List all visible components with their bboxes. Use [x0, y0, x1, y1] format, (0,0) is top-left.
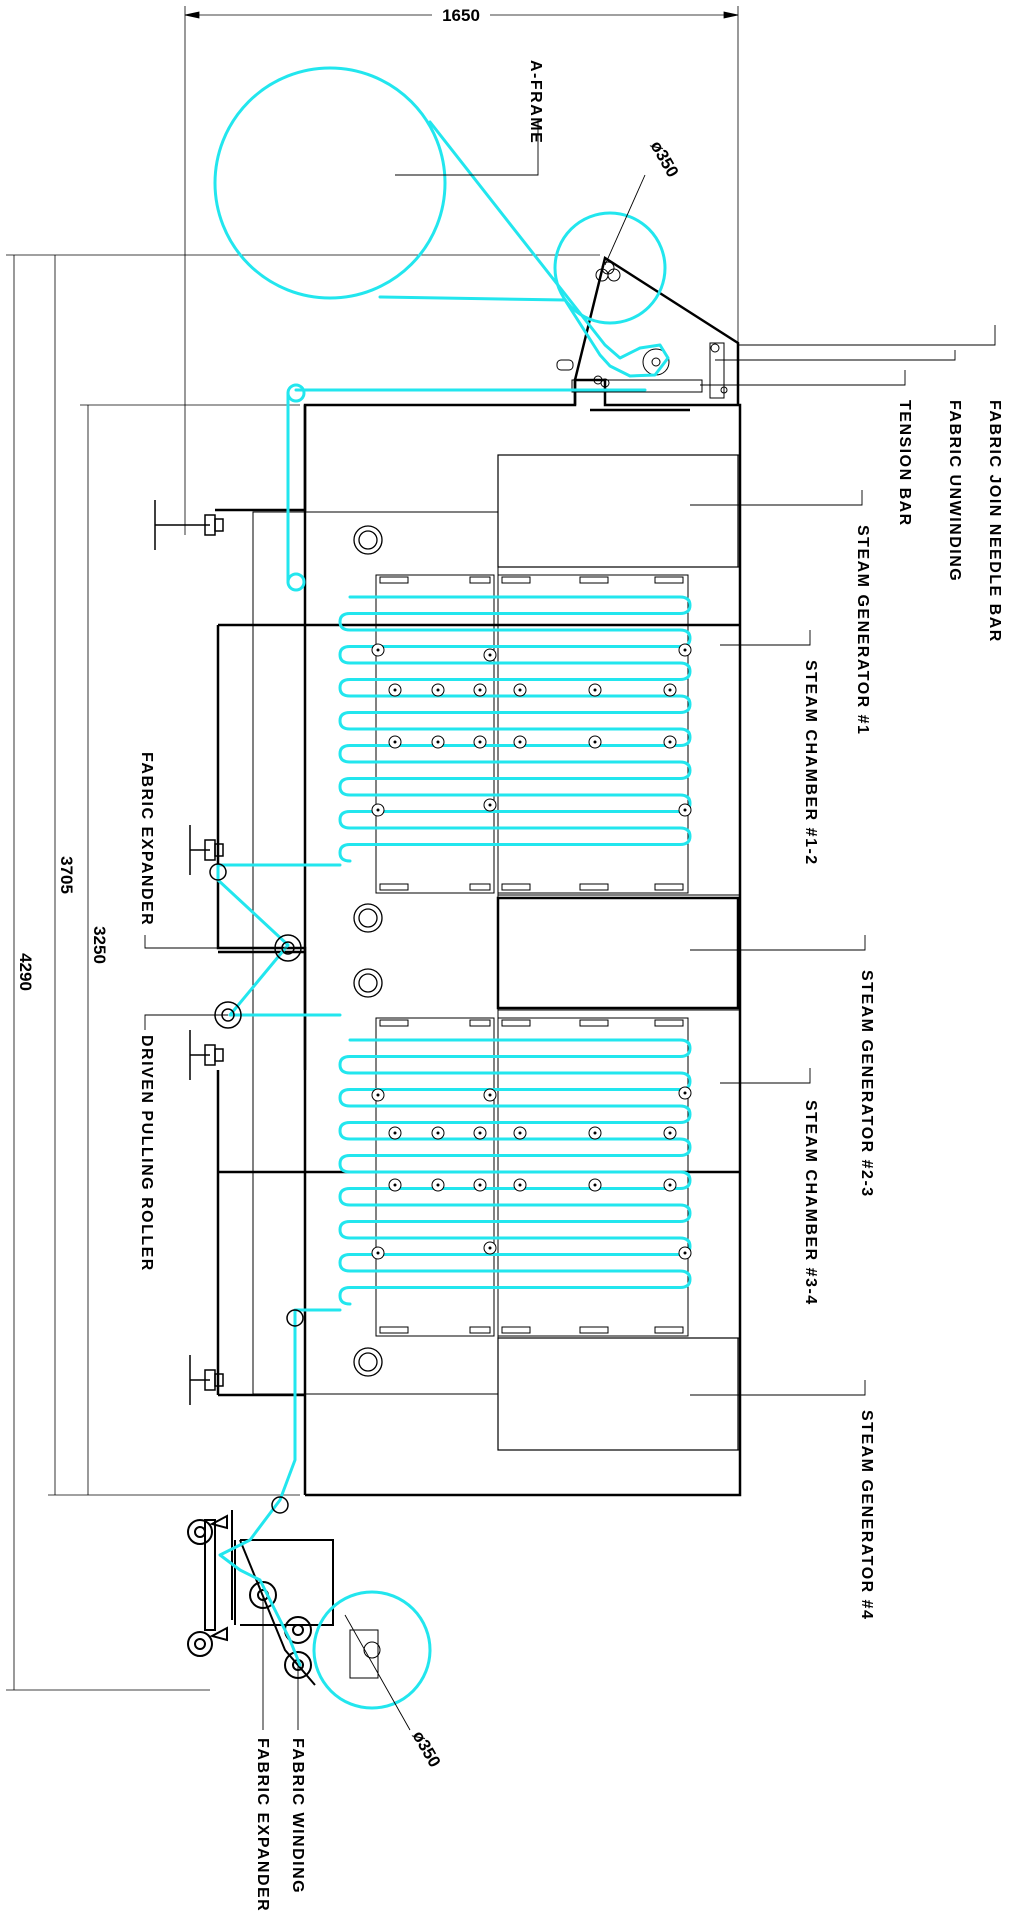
steam-generator-boxes	[496, 454, 740, 1451]
dim-overall-width: 1650	[442, 6, 480, 25]
chamber-trays	[375, 574, 689, 1337]
sensor-dot-center	[668, 1131, 672, 1135]
sensor-dot-center	[518, 740, 522, 744]
sensor-dot-center	[488, 1246, 492, 1250]
sensor-dot-center	[488, 653, 492, 657]
sensor-dot-center	[393, 740, 397, 744]
dim-roller-top: ø350	[647, 138, 683, 181]
label-steam-chamber-3-4: STEAM CHAMBER #3-4	[802, 1100, 819, 1306]
label-steam-generator-2-3: STEAM GENERATOR #2-3	[858, 970, 875, 1198]
dim-roller-bottom: ø350	[409, 1728, 445, 1771]
sensor-dot-center	[436, 740, 440, 744]
sensor-dot-center	[518, 1131, 522, 1135]
a-frame-roll	[213, 66, 447, 300]
label-steam-generator-4: STEAM GENERATOR #4	[858, 1410, 875, 1620]
sensor-dot-center	[668, 688, 672, 692]
sensor-dot-center	[593, 1183, 597, 1187]
sensor-dot-center	[683, 808, 687, 812]
sensor-dot-center	[518, 688, 522, 692]
sensor-dot-center	[593, 1131, 597, 1135]
top-roll-350	[553, 211, 667, 325]
sensor-dot-center	[593, 688, 597, 692]
label-fabric-expander-bottom: FABRIC EXPANDER	[254, 1738, 271, 1912]
sensor-dot-center	[478, 1183, 482, 1187]
serpentine-chamber-3-4	[338, 1038, 692, 1306]
label-fabric-winding: FABRIC WINDING	[289, 1738, 306, 1894]
sensor-dot-center	[478, 740, 482, 744]
sensor-dot-center	[488, 1093, 492, 1097]
leveling-feet	[154, 500, 224, 1405]
sensor-dot-center	[683, 648, 687, 652]
label-fabric-join-needle-bar: FABRIC JOIN NEEDLE BAR	[986, 400, 1003, 643]
sensor-dot-center	[478, 1131, 482, 1135]
sensor-dot-center	[668, 1183, 672, 1187]
dim-overall-height: 4290	[16, 953, 35, 991]
sensor-dot-center	[436, 1183, 440, 1187]
guide-rollers	[353, 525, 383, 1377]
chamber-sensor-dots	[371, 643, 692, 1260]
sensor-dot-center	[393, 1131, 397, 1135]
sensor-dot-center	[376, 1251, 380, 1255]
sensor-dot-center	[436, 1131, 440, 1135]
sensor-dot-center	[376, 1093, 380, 1097]
label-driven-pulling-roller: DRIVEN PULLING ROLLER	[138, 1035, 155, 1272]
label-tension-bar: TENSION BAR	[896, 400, 913, 527]
dim-chamber-height: 3705	[57, 856, 76, 894]
inner-chamber-frame	[252, 454, 741, 1451]
sensor-dot-center	[668, 740, 672, 744]
winding-cart	[187, 1510, 381, 1686]
label-steam-chamber-1-2: STEAM CHAMBER #1-2	[802, 660, 819, 866]
sensor-dot-center	[436, 688, 440, 692]
sensor-dot-center	[593, 740, 597, 744]
fabric-path	[209, 66, 692, 1710]
sensor-dot-center	[376, 808, 380, 812]
sensor-dot-center	[518, 1183, 522, 1187]
dim-inner-height: 3250	[90, 926, 109, 964]
serpentine-chamber-1-2	[338, 595, 692, 863]
leader-lines	[144, 120, 996, 1731]
label-a-frame: A-FRAME	[527, 60, 544, 144]
dim-1650-bg	[432, 4, 490, 26]
bottom-roll-350	[312, 1590, 432, 1710]
label-fabric-expander-mid: FABRIC EXPANDER	[138, 752, 155, 926]
label-fabric-unwinding: FABRIC UNWINDING	[946, 400, 963, 582]
sensor-dot-center	[478, 688, 482, 692]
sensor-dot-center	[393, 688, 397, 692]
sensor-dot-center	[393, 1183, 397, 1187]
sensor-dot-center	[488, 803, 492, 807]
label-steam-generator-1: STEAM GENERATOR #1	[854, 525, 871, 735]
sensor-dot-center	[376, 648, 380, 652]
sensor-dot-center	[683, 1251, 687, 1255]
dimension-lines	[6, 6, 739, 1691]
sensor-dot-center	[683, 1091, 687, 1095]
unwinding-details	[556, 261, 728, 412]
